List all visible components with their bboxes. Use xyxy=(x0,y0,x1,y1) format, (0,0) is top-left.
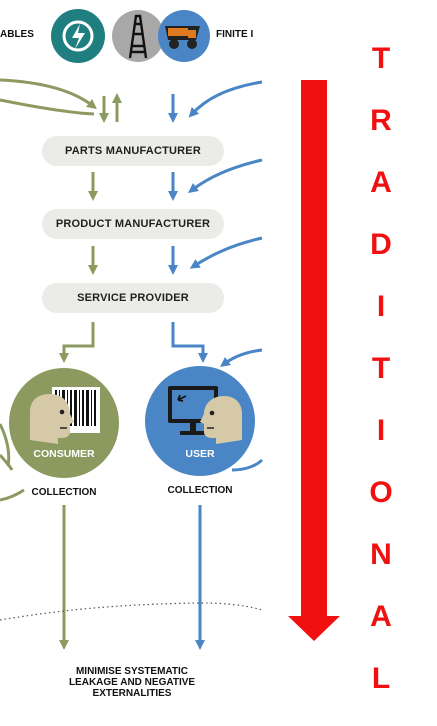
user-head-icon xyxy=(200,396,242,444)
vertical-letter-r: R xyxy=(370,104,392,137)
leakage-caption: MINIMISE SYSTEMATIC LEAKAGE AND NEGATIVE… xyxy=(32,666,232,699)
vertical-letter-t2: T xyxy=(371,352,391,385)
blue-user-loop-top xyxy=(219,348,263,367)
blue-inflow-arrow-1 xyxy=(188,80,263,118)
vertical-letter-a2: A xyxy=(370,600,392,633)
oil-rig-icon xyxy=(112,10,164,62)
vertical-letter-a1: A xyxy=(370,166,392,199)
renewables-label: ABLES xyxy=(0,29,34,40)
vertical-letter-o: O xyxy=(369,476,393,509)
parts-manufacturer-stage: PARTS MANUFACTURER xyxy=(42,136,224,166)
blue-elbow-arrow xyxy=(171,322,208,363)
user-node xyxy=(145,366,255,476)
consumer-label: CONSUMER xyxy=(33,448,95,460)
green-elbow-arrow xyxy=(59,322,95,363)
vertical-letter-t1: T xyxy=(371,42,391,75)
green-inflow-arrow-2 xyxy=(0,98,95,116)
leakage-caption-line-3: EXTERNALITIES xyxy=(92,688,172,699)
consumer-collection-label: COLLECTION xyxy=(31,487,97,498)
vertical-letter-d: D xyxy=(370,228,392,261)
user-label: USER xyxy=(185,448,215,460)
blue-inflow-arrow-3 xyxy=(189,236,263,269)
vertical-letter-l: L xyxy=(371,662,391,695)
finite-label: FINITE I xyxy=(216,29,254,40)
service-provider-stage: SERVICE PROVIDER xyxy=(42,283,224,313)
consumer-head-icon xyxy=(30,394,74,444)
traditional-arrow xyxy=(288,80,340,641)
vertical-letter-i1: I xyxy=(376,290,386,323)
mining-truck-icon xyxy=(158,10,210,62)
consumer-node xyxy=(9,368,119,478)
green-consumer-loop-2 xyxy=(0,454,14,471)
blue-inflow-arrow-2 xyxy=(187,158,263,193)
user-collection-label: COLLECTION xyxy=(167,485,233,496)
leakage-caption-line-1: MINIMISE SYSTEMATIC xyxy=(75,666,189,677)
vertical-letter-n: N xyxy=(370,538,392,571)
product-manufacturer-stage: PRODUCT MANUFACTURER xyxy=(42,209,224,239)
green-inflow-arrow-1 xyxy=(0,78,97,110)
leakage-caption-line-2: LEAKAGE AND NEGATIVE xyxy=(68,677,196,688)
green-consumer-loop-3 xyxy=(0,488,25,502)
vertical-letter-i2: I xyxy=(376,414,386,447)
blue-user-loop-bottom xyxy=(231,458,264,472)
dotted-boundary-line xyxy=(0,602,263,621)
power-icon xyxy=(51,9,105,63)
